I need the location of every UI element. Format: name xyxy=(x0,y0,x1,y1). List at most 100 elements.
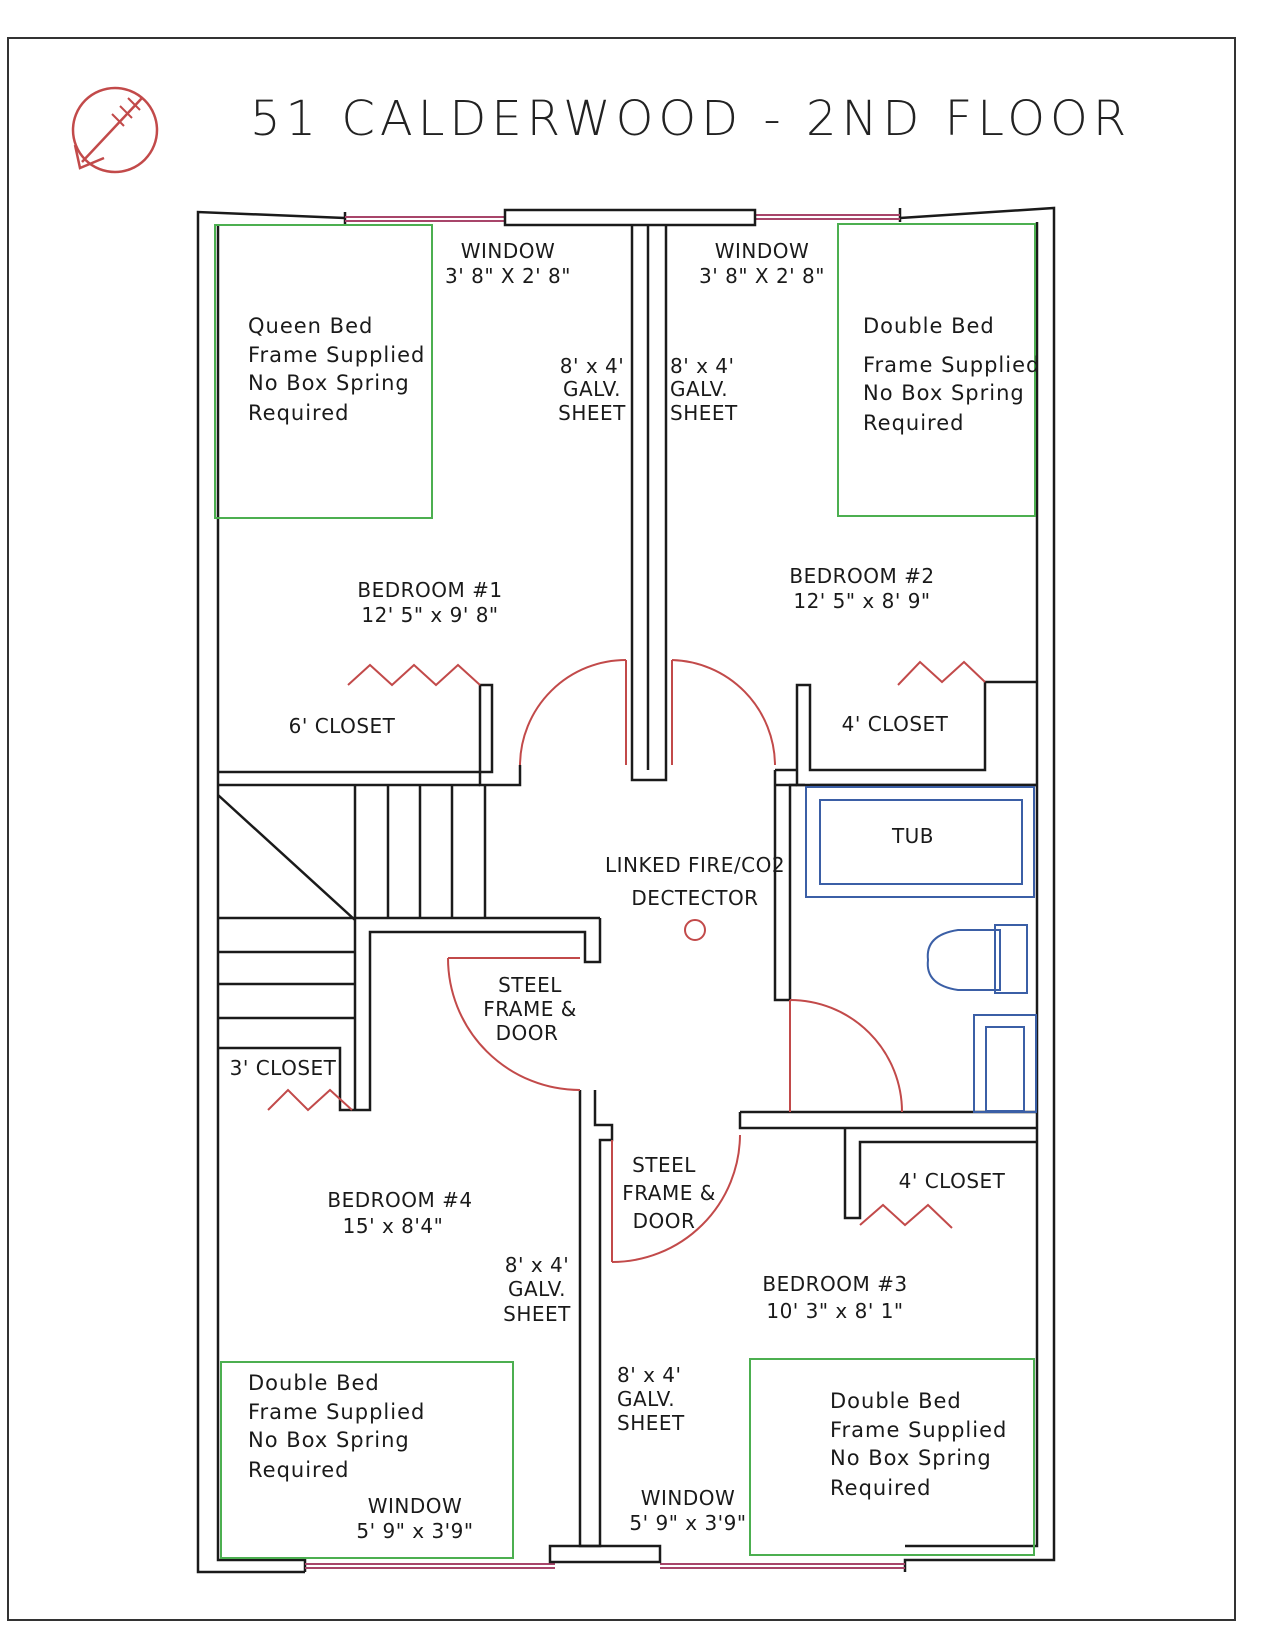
toilet-icon xyxy=(926,924,1028,994)
bed-bedroom3 xyxy=(749,1358,1035,1556)
steel-door-label-lower: STEEL FRAME & DOOR xyxy=(622,1153,715,1233)
svg-text:DOOR: DOOR xyxy=(633,1209,696,1233)
door-bathroom xyxy=(789,999,903,1113)
tub-label: TUB xyxy=(891,824,934,848)
svg-text:8' x 4': 8' x 4' xyxy=(670,354,735,378)
svg-text:WINDOW: WINDOW xyxy=(715,239,810,263)
svg-text:SHEET: SHEET xyxy=(617,1411,685,1435)
svg-text:SHEET: SHEET xyxy=(503,1302,571,1326)
svg-text:No Box Spring: No Box Spring xyxy=(248,371,410,395)
north-arrow-icon xyxy=(71,86,159,174)
svg-text:BEDROOM #2: BEDROOM #2 xyxy=(789,564,934,588)
closet-marker-b3 xyxy=(859,1203,953,1229)
closet-label-b2: 4' CLOSET xyxy=(842,712,949,736)
svg-text:15' x 8'4": 15' x 8'4" xyxy=(343,1214,444,1238)
room-label-bedroom1: BEDROOM #1 12' 5" x 9' 8" xyxy=(357,578,502,627)
svg-text:STEEL: STEEL xyxy=(498,973,562,997)
svg-text:Required: Required xyxy=(863,411,964,435)
staircase xyxy=(217,785,602,1112)
svg-text:8' x 4': 8' x 4' xyxy=(617,1363,682,1387)
sink-icon xyxy=(973,1014,1037,1113)
room-label-bedroom4: BEDROOM #4 15' x 8'4" xyxy=(327,1188,472,1238)
bed-bedroom2 xyxy=(837,223,1036,517)
svg-text:No Box Spring: No Box Spring xyxy=(863,381,1025,405)
door-bedroom2 xyxy=(671,659,776,766)
svg-text:WINDOW: WINDOW xyxy=(641,1486,736,1510)
svg-text:Double Bed: Double Bed xyxy=(248,1371,380,1395)
window-bottom-right xyxy=(660,1563,905,1569)
closet-marker-b4 xyxy=(267,1088,353,1112)
svg-text:DOOR: DOOR xyxy=(496,1021,559,1045)
svg-text:Frame Supplied: Frame Supplied xyxy=(248,343,425,367)
window-top-left xyxy=(345,216,505,222)
bedroom3-closet-wall xyxy=(843,1128,1037,1220)
svg-text:Double Bed: Double Bed xyxy=(863,314,995,338)
steel-door-label-upper: STEEL FRAME & DOOR xyxy=(483,973,577,1045)
room-label-bedroom2: BEDROOM #2 12' 5" x 8' 9" xyxy=(789,564,934,613)
svg-text:FRAME &: FRAME & xyxy=(483,997,577,1021)
window-top-right xyxy=(755,214,900,220)
top-center-pier xyxy=(503,208,757,227)
svg-text:BEDROOM #1: BEDROOM #1 xyxy=(357,578,502,602)
bed-label-bedroom2: Double Bed Frame Supplied No Box Spring … xyxy=(863,314,1040,435)
svg-text:DECTECTOR: DECTECTOR xyxy=(631,886,758,910)
svg-text:WINDOW: WINDOW xyxy=(461,239,556,263)
bathroom-walls xyxy=(738,770,1037,1130)
bed-label-bedroom4: Double Bed Frame Supplied No Box Spring … xyxy=(248,1371,425,1482)
svg-text:Frame Supplied: Frame Supplied xyxy=(830,1418,1007,1442)
svg-text:8' x 4': 8' x 4' xyxy=(560,354,625,378)
door-bedroom3-steel xyxy=(611,1134,741,1263)
window-bottom-left xyxy=(305,1563,555,1569)
detector-label: LINKED FIRE/CO2 DECTECTOR xyxy=(605,853,785,910)
svg-text:LINKED FIRE/CO2: LINKED FIRE/CO2 xyxy=(605,853,785,877)
svg-text:No Box Spring: No Box Spring xyxy=(830,1446,992,1470)
svg-text:GALV.: GALV. xyxy=(617,1387,675,1411)
svg-text:Double Bed: Double Bed xyxy=(830,1389,962,1413)
svg-text:3' 8" X 2' 8": 3' 8" X 2' 8" xyxy=(699,264,825,288)
bed-label-bedroom3: Double Bed Frame Supplied No Box Spring … xyxy=(830,1389,1007,1500)
door-bedroom4-steel xyxy=(447,957,581,1091)
closet-label-b3: 4' CLOSET xyxy=(899,1169,1006,1193)
sheet-label-lower-left: 8' x 4' GALV. SHEET xyxy=(503,1253,571,1326)
svg-text:BEDROOM #3: BEDROOM #3 xyxy=(762,1272,907,1296)
svg-text:BEDROOM #4: BEDROOM #4 xyxy=(327,1188,472,1212)
fire-co2-detector-icon xyxy=(684,919,706,941)
bed-bedroom4 xyxy=(220,1361,514,1559)
bedroom2-closet-wall xyxy=(795,680,1037,787)
window-label-bottom-left: WINDOW 5' 9" x 3'9" xyxy=(356,1494,473,1543)
svg-text:12' 5" x 8' 9": 12' 5" x 8' 9" xyxy=(793,589,930,613)
bathtub xyxy=(805,786,1035,898)
svg-text:SHEET: SHEET xyxy=(558,401,626,425)
svg-text:5' 9" x 3'9": 5' 9" x 3'9" xyxy=(629,1511,746,1535)
svg-text:Required: Required xyxy=(248,1458,349,1482)
closet-label-b1: 6' CLOSET xyxy=(289,714,396,738)
bed-bedroom1 xyxy=(214,224,433,519)
door-bedroom1 xyxy=(519,659,627,766)
partition-upper xyxy=(630,225,668,782)
window-label-top-right: WINDOW 3' 8" X 2' 8" xyxy=(699,239,825,288)
svg-text:Frame Supplied: Frame Supplied xyxy=(248,1400,425,1424)
svg-text:12' 5" x 9' 8": 12' 5" x 9' 8" xyxy=(361,603,498,627)
closet-marker-b1 xyxy=(347,663,481,687)
sheet-label-lower-right: 8' x 4' GALV. SHEET xyxy=(617,1363,685,1435)
closet-label-b4: 3' CLOSET xyxy=(230,1056,337,1080)
svg-text:10' 3" x 8' 1": 10' 3" x 8' 1" xyxy=(766,1299,903,1323)
svg-text:8' x 4': 8' x 4' xyxy=(505,1253,570,1277)
svg-text:GALV.: GALV. xyxy=(563,377,621,401)
svg-text:Queen Bed: Queen Bed xyxy=(248,314,373,338)
window-label-top-left: WINDOW 3' 8" X 2' 8" xyxy=(445,239,571,288)
svg-text:SHEET: SHEET xyxy=(670,401,738,425)
room-label-bedroom3: BEDROOM #3 10' 3" x 8' 1" xyxy=(762,1272,907,1323)
svg-text:Frame Supplied: Frame Supplied xyxy=(863,353,1040,377)
svg-text:5' 9" x 3'9": 5' 9" x 3'9" xyxy=(356,1519,473,1543)
page-border xyxy=(7,37,1236,1621)
sheet-label-upper-right: 8' x 4' GALV. SHEET xyxy=(670,354,738,425)
svg-text:STEEL: STEEL xyxy=(632,1153,696,1177)
svg-text:WINDOW: WINDOW xyxy=(368,1494,463,1518)
svg-text:GALV.: GALV. xyxy=(508,1277,566,1301)
svg-text:No Box Spring: No Box Spring xyxy=(248,1428,410,1452)
svg-text:3' 8" X 2' 8": 3' 8" X 2' 8" xyxy=(445,264,571,288)
window-label-bottom-right: WINDOW 5' 9" x 3'9" xyxy=(629,1486,746,1535)
svg-text:GALV.: GALV. xyxy=(670,377,728,401)
